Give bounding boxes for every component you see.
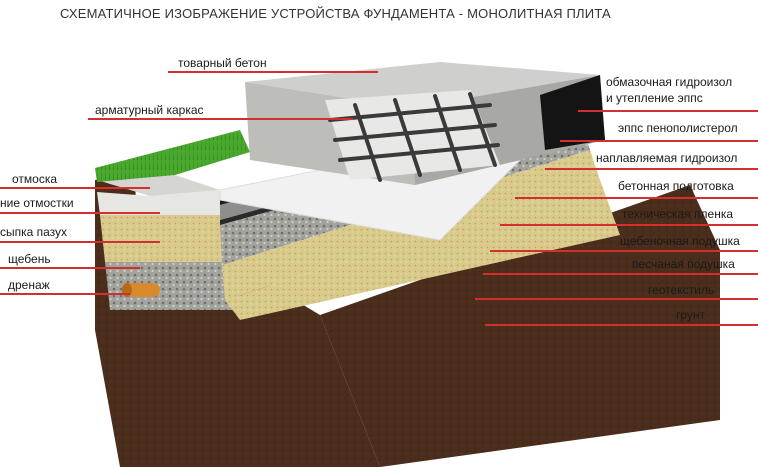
backfill-sand-left bbox=[100, 215, 235, 262]
diagram-title: СХЕМАТИЧНОЕ ИЗОБРАЖЕНИЕ УСТРОЙСТВА ФУНДА… bbox=[60, 6, 611, 21]
label-peschanaya-podushka: песчаная подушка bbox=[632, 257, 735, 271]
label-obratnaya-zasypka: сыпка пазух bbox=[0, 225, 68, 239]
otmoska-layer bbox=[97, 175, 220, 196]
pointer-tehnicheskaya-plenka bbox=[500, 224, 758, 226]
pointer-obratnaya-zasypka bbox=[0, 241, 160, 243]
label-betonnaya-podgotovka: бетонная подготовка bbox=[618, 179, 734, 193]
pointer-drenazh bbox=[0, 293, 130, 295]
pointer-geotekstil bbox=[475, 298, 758, 300]
label-shcheben: щебень bbox=[8, 252, 51, 266]
label-naplavlyaemaya: наплавляемая гидроизол bbox=[596, 151, 738, 165]
label-drenazh: дренаж bbox=[8, 278, 50, 292]
pointer-shcheben bbox=[0, 267, 140, 269]
pointer-otmoska bbox=[0, 187, 150, 189]
soil-right bbox=[320, 185, 720, 467]
slab-waterproofing bbox=[540, 75, 605, 150]
otmoska-base-layer bbox=[97, 190, 225, 215]
rebar-cage bbox=[328, 92, 500, 182]
gravel-left bbox=[105, 262, 240, 310]
pointer-osnovanie-otmostki bbox=[0, 212, 160, 214]
geotextile-sand-front bbox=[225, 180, 620, 320]
pointer-naplavlyaemaya bbox=[545, 168, 758, 170]
pointer-grunt bbox=[485, 324, 758, 326]
label-geotekstil: геотекстиль bbox=[648, 283, 715, 297]
label-epps: эппс пенополистерол bbox=[618, 121, 738, 135]
label-obmazochnaya-1: обмазочная гидроизол bbox=[606, 75, 733, 89]
label-obmazochnaya-2: и утепление эппс bbox=[606, 91, 703, 105]
slab-top bbox=[245, 62, 600, 108]
label-armaturny-karkas: арматурный каркас bbox=[95, 103, 204, 117]
pointer-obmazochnaya bbox=[578, 110, 758, 112]
pointer-armaturny-karkas bbox=[88, 118, 353, 120]
pointer-tovarny-beton bbox=[168, 71, 378, 73]
pointer-epps bbox=[560, 140, 758, 142]
label-osnovanie-otmostki: ние отмостки bbox=[0, 196, 74, 210]
label-otmoska: отмоска bbox=[12, 172, 58, 186]
grass bbox=[95, 130, 250, 182]
label-tovarny-beton: товарный бетон bbox=[178, 56, 267, 70]
label-shchebenochnaya-podushka: щебеночная подушка bbox=[620, 234, 740, 248]
label-grunt: грунт bbox=[676, 308, 706, 322]
pointer-peschanaya-podushka bbox=[483, 273, 758, 275]
label-tehnicheskaya-plenka: техническая пленка bbox=[622, 207, 734, 221]
pointer-shchebenochnaya-podushka bbox=[490, 250, 758, 252]
pointer-betonnaya-podgotovka bbox=[515, 197, 758, 199]
